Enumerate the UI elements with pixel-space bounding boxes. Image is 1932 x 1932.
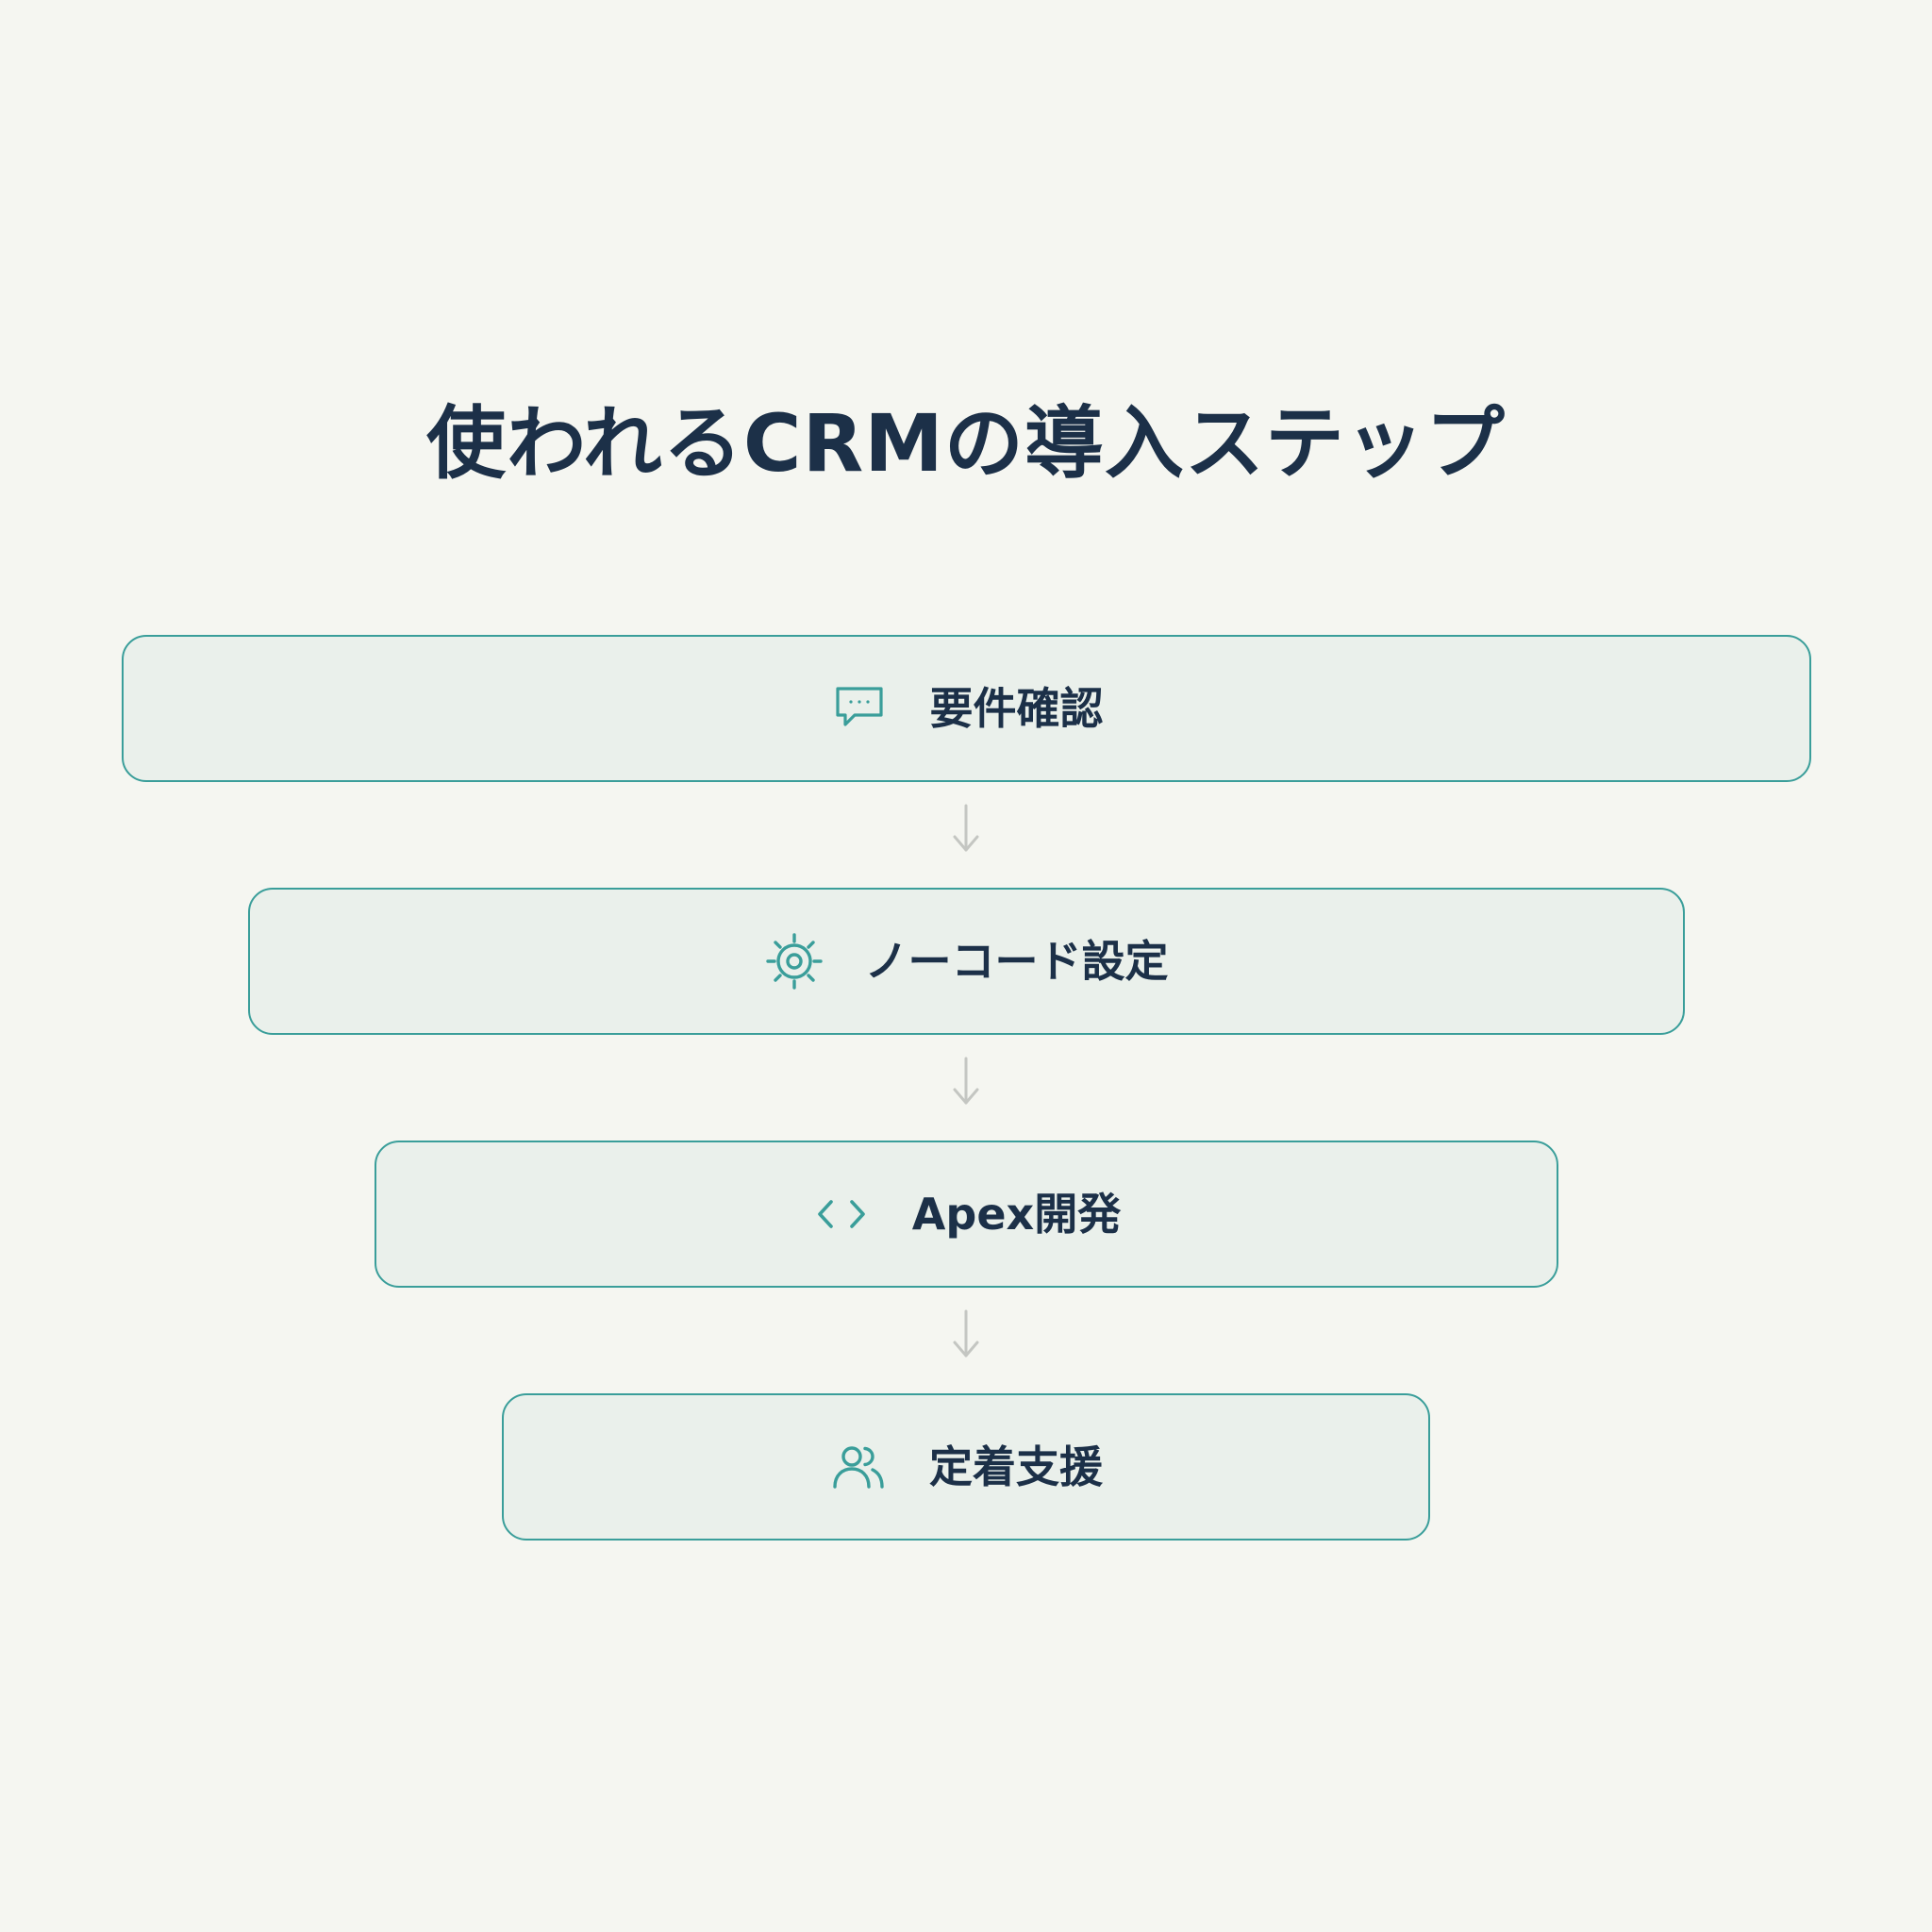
step-content: ノーコード設定 <box>765 932 1169 991</box>
step-content: Apex開発 <box>812 1185 1121 1243</box>
step-box-nocode: ノーコード設定 <box>248 888 1685 1035</box>
step-label: ノーコード設定 <box>864 936 1169 987</box>
down-arrow-icon <box>953 1309 979 1357</box>
step-content: 定着支援 <box>829 1438 1103 1496</box>
step-label: 要件確認 <box>929 683 1104 734</box>
step-box-requirements: 要件確認 <box>122 635 1811 782</box>
step-label: Apex開発 <box>911 1189 1122 1240</box>
step-box-adoption: 定着支援 <box>502 1393 1430 1541</box>
down-arrow-icon <box>953 804 979 852</box>
down-arrow-icon <box>953 1057 979 1105</box>
diagram-title: 使われるCRMの導入ステップ <box>426 397 1506 490</box>
step-label: 定着支援 <box>929 1441 1103 1492</box>
step-content: 要件確認 <box>830 679 1104 738</box>
step-box-apex: Apex開発 <box>375 1141 1558 1288</box>
chat-bubble-icon <box>830 679 889 738</box>
gear-icon <box>765 932 824 991</box>
users-icon <box>829 1438 888 1496</box>
code-brackets-icon <box>812 1185 871 1243</box>
